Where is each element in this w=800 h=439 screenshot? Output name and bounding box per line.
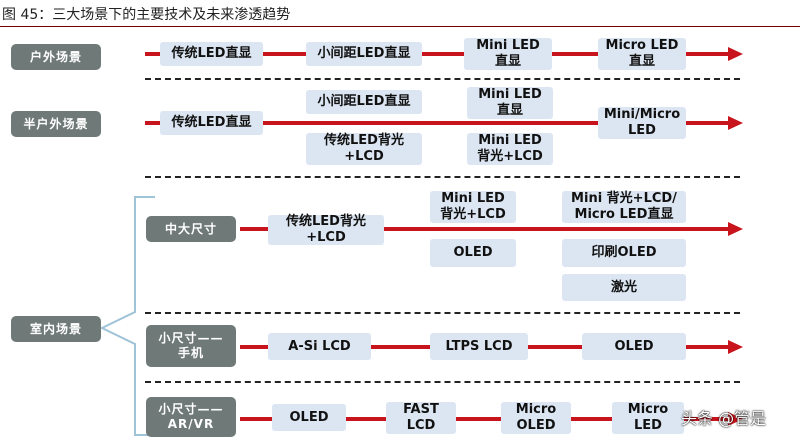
tech-arvr-1: OLED <box>272 404 346 431</box>
tech-outdoor-2: 小间距LED直显 <box>306 42 422 66</box>
tech-semi-outdoor-1: 传统LED直显 <box>160 111 263 135</box>
tech-large-4: Mini 背光+LCD/ Micro LED直显 <box>562 191 686 223</box>
watermark: 头条 @管是 <box>681 409 767 428</box>
indoor-bracket <box>99 196 155 436</box>
category-semi-outdoor: 半户外场景 <box>11 111 101 137</box>
arrow-semi-outdoor-head <box>728 116 743 130</box>
arrow-semi-outdoor-shaft <box>145 121 730 125</box>
tech-semi-outdoor-6: Mini/Micro LED <box>598 107 686 139</box>
arrow-large-shaft <box>240 227 730 231</box>
tech-semi-outdoor-5: Mini LED 背光+LCD <box>467 133 553 165</box>
divider-3 <box>145 312 740 314</box>
tech-phone-1: A-Si LCD <box>268 333 371 360</box>
tech-arvr-3: Micro OLED <box>501 402 571 434</box>
arrow-arvr-shaft <box>240 417 730 421</box>
tech-arvr-4: Micro LED <box>612 402 684 434</box>
tech-outdoor-1: 传统LED直显 <box>160 42 263 66</box>
tech-outdoor-3: Mini LED 直显 <box>464 38 552 70</box>
divider-2 <box>145 176 740 178</box>
arrow-phone-head <box>728 340 743 354</box>
arrow-large-head <box>728 222 743 236</box>
arrow-arvr-head <box>728 412 743 426</box>
tech-large-6: 激光 <box>562 274 686 301</box>
tech-semi-outdoor-2: 小间距LED直显 <box>306 90 422 114</box>
tech-phone-2: LTPS LCD <box>430 333 528 360</box>
divider-1 <box>145 78 740 80</box>
tech-phone-3: OLED <box>582 333 686 360</box>
tech-arvr-2: FAST LCD <box>386 402 456 434</box>
figure-title: 图 45：三大场景下的主要技术及未来渗透趋势 <box>2 7 291 23</box>
arrow-outdoor-shaft <box>145 52 730 56</box>
title-rule <box>0 26 800 27</box>
tech-semi-outdoor-4: Mini LED 直显 <box>467 87 553 119</box>
tech-outdoor-4: Micro LED 直显 <box>598 38 686 70</box>
tech-large-2: Mini LED 背光+LCD <box>430 191 516 223</box>
tech-large-5: 印刷OLED <box>562 239 686 267</box>
tech-large-1: 传统LED背光 +LCD <box>268 214 384 245</box>
category-outdoor: 户外场景 <box>11 44 101 70</box>
tech-semi-outdoor-3: 传统LED背光 +LCD <box>306 133 422 165</box>
category-indoor: 室内场景 <box>11 316 101 342</box>
divider-4 <box>145 381 740 383</box>
arrow-outdoor-head <box>728 47 743 61</box>
subcategory-phone: 小尺寸—— 手机 <box>146 325 236 367</box>
subcategory-large: 中大尺寸 <box>146 216 236 242</box>
subcategory-arvr: 小尺寸—— AR/VR <box>146 397 236 437</box>
tech-large-3: OLED <box>430 239 516 267</box>
